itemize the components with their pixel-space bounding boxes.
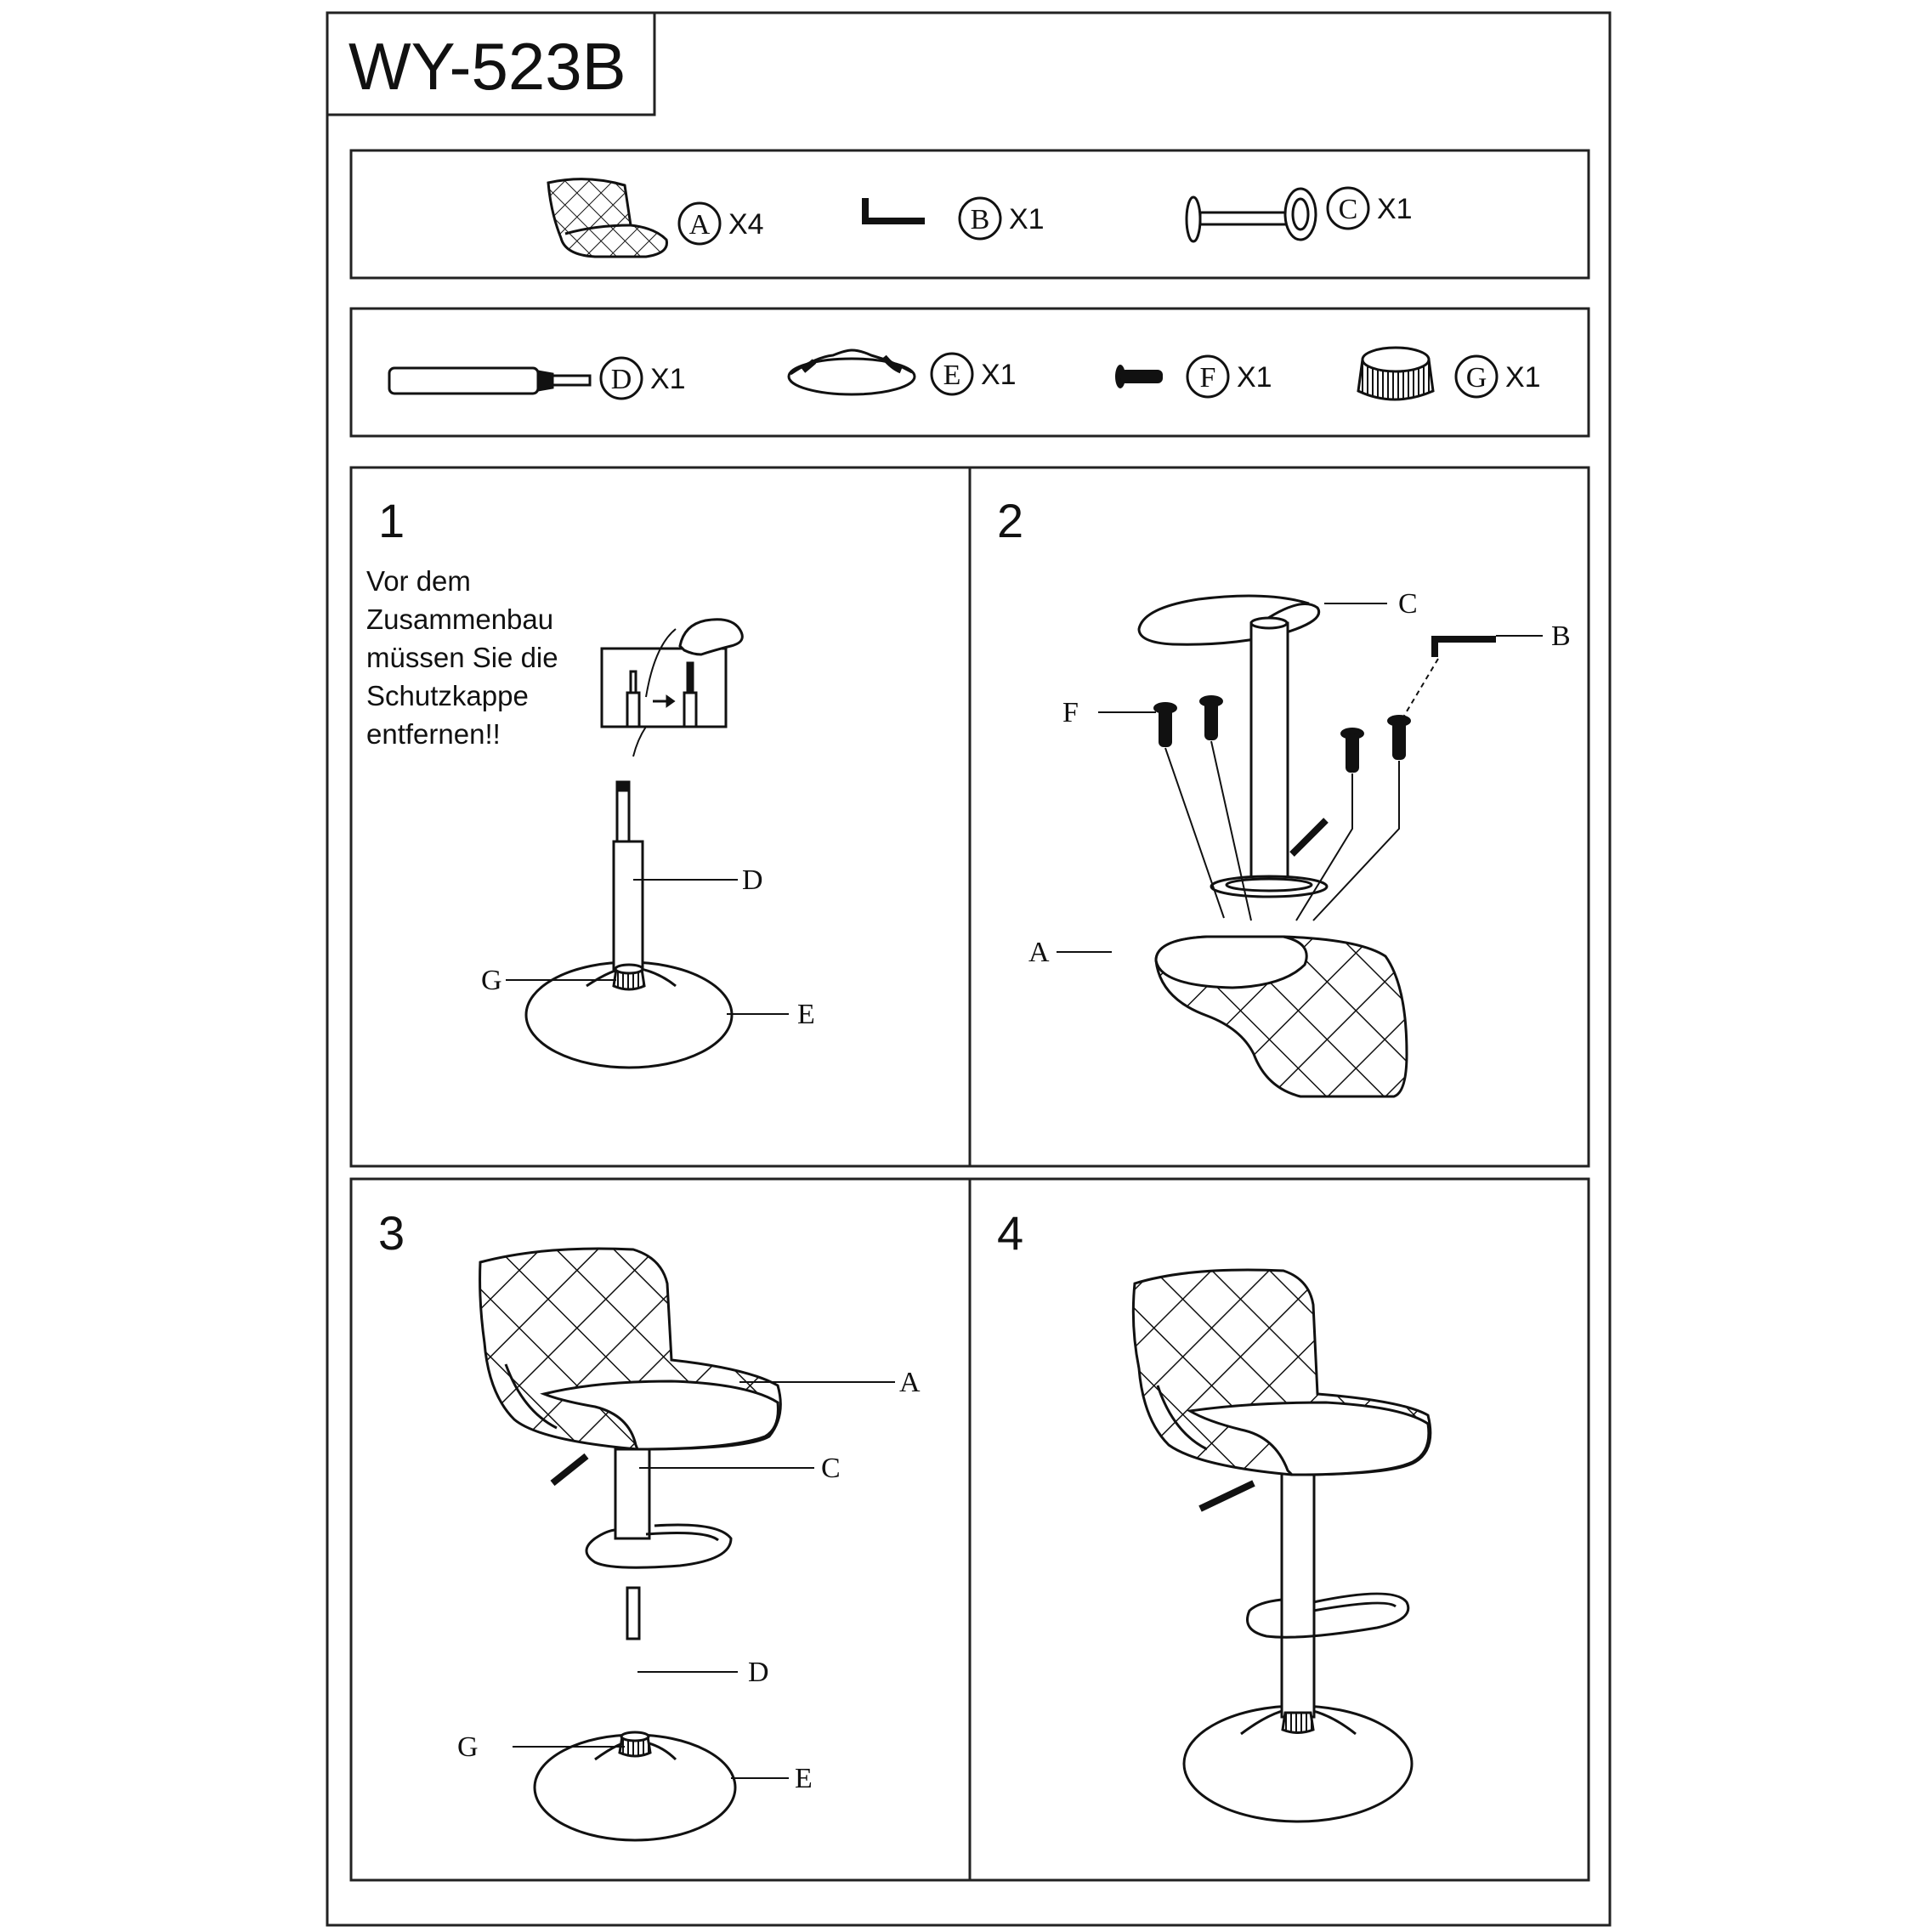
part-d-label: D X1 <box>599 356 686 400</box>
svg-text:Schutzkappe: Schutzkappe <box>366 680 529 711</box>
model-number: WY-523B <box>348 29 626 104</box>
part-g-cover-icon <box>1357 346 1435 401</box>
step-1-callouts <box>506 879 789 1015</box>
step-3-base <box>533 1586 737 1842</box>
step-panel-4 <box>968 1177 1590 1882</box>
svg-text:X1: X1 <box>1237 361 1272 394</box>
remove-cap-inset <box>600 618 744 757</box>
svg-text:müssen Sie die: müssen Sie die <box>366 642 558 673</box>
part-c-label: C X1 <box>1326 186 1413 230</box>
frames <box>326 11 1612 1927</box>
svg-text:entfernen!!: entfernen!! <box>366 718 501 750</box>
svg-text:F: F <box>1200 362 1216 394</box>
svg-text:Zusammenbau: Zusammenbau <box>366 603 553 635</box>
svg-text:D: D <box>611 364 632 395</box>
step-4-number: 4 <box>997 1206 1023 1260</box>
step-3-label-e: E <box>795 1763 813 1794</box>
part-e-base-icon <box>787 348 916 396</box>
step-1-label-g: G <box>481 965 502 996</box>
svg-text:X1: X1 <box>1377 193 1413 225</box>
step-panel-2 <box>968 466 1590 1168</box>
svg-text:X1: X1 <box>1505 361 1541 394</box>
parts-row-1 <box>349 149 1590 280</box>
svg-text:Vor dem: Vor dem <box>366 565 471 597</box>
svg-text:B: B <box>971 204 990 235</box>
part-a-label: A X4 <box>677 201 764 246</box>
step-1-note: Vor dem Zusammenbau müssen Sie die Schut… <box>366 565 558 750</box>
svg-text:E: E <box>943 360 961 391</box>
step-3-label-d: D <box>748 1657 769 1688</box>
step-2-label-f: F <box>1062 697 1079 728</box>
part-c-footrest-icon <box>1185 187 1317 243</box>
outer-frame <box>326 11 1612 1927</box>
svg-text:X1: X1 <box>650 363 686 395</box>
part-a-seat-icon <box>547 178 668 258</box>
part-g-label: G X1 <box>1454 354 1541 399</box>
part-b-label: B X1 <box>958 196 1045 241</box>
model-box <box>326 11 656 116</box>
step-1-number: 1 <box>378 494 405 547</box>
part-f-bolt-icon <box>1115 365 1163 388</box>
svg-text:X1: X1 <box>981 359 1017 391</box>
svg-text:G: G <box>1466 362 1487 394</box>
step-3-label-a: A <box>899 1367 921 1398</box>
svg-text:C: C <box>1339 194 1358 225</box>
part-b-allen-key-icon <box>862 198 925 224</box>
svg-text:X4: X4 <box>728 208 764 241</box>
part-d-gas-cylinder-icon <box>388 366 592 395</box>
step-2-label-c: C <box>1398 588 1418 620</box>
step-3-callouts <box>513 1381 895 1779</box>
step-2-number: 2 <box>997 494 1023 547</box>
step-2-seat <box>1154 935 1408 1098</box>
step-2-callouts <box>1057 603 1543 953</box>
step-3-number: 3 <box>378 1206 405 1260</box>
step-2-label-a: A <box>1028 937 1050 968</box>
step-2-bolts <box>1153 695 1411 773</box>
step-1-label-e: E <box>797 999 815 1030</box>
step-3-chair-top <box>479 1247 782 1569</box>
step-4-assembled-stool <box>1131 1268 1432 1823</box>
svg-text:A: A <box>689 209 711 241</box>
step-1-label-d: D <box>742 864 763 896</box>
step-2-footrest <box>1137 594 1329 898</box>
step-2-allen-key <box>1431 636 1496 657</box>
parts-row-2 <box>349 307 1590 438</box>
part-f-label: F X1 <box>1186 354 1272 399</box>
step-1-gas-cylinder <box>524 780 734 1069</box>
step-2-label-b: B <box>1551 620 1571 652</box>
step-3-label-g: G <box>457 1731 479 1763</box>
svg-text:X1: X1 <box>1009 203 1045 235</box>
step-3-label-c: C <box>821 1453 841 1484</box>
part-e-label: E X1 <box>930 352 1017 396</box>
